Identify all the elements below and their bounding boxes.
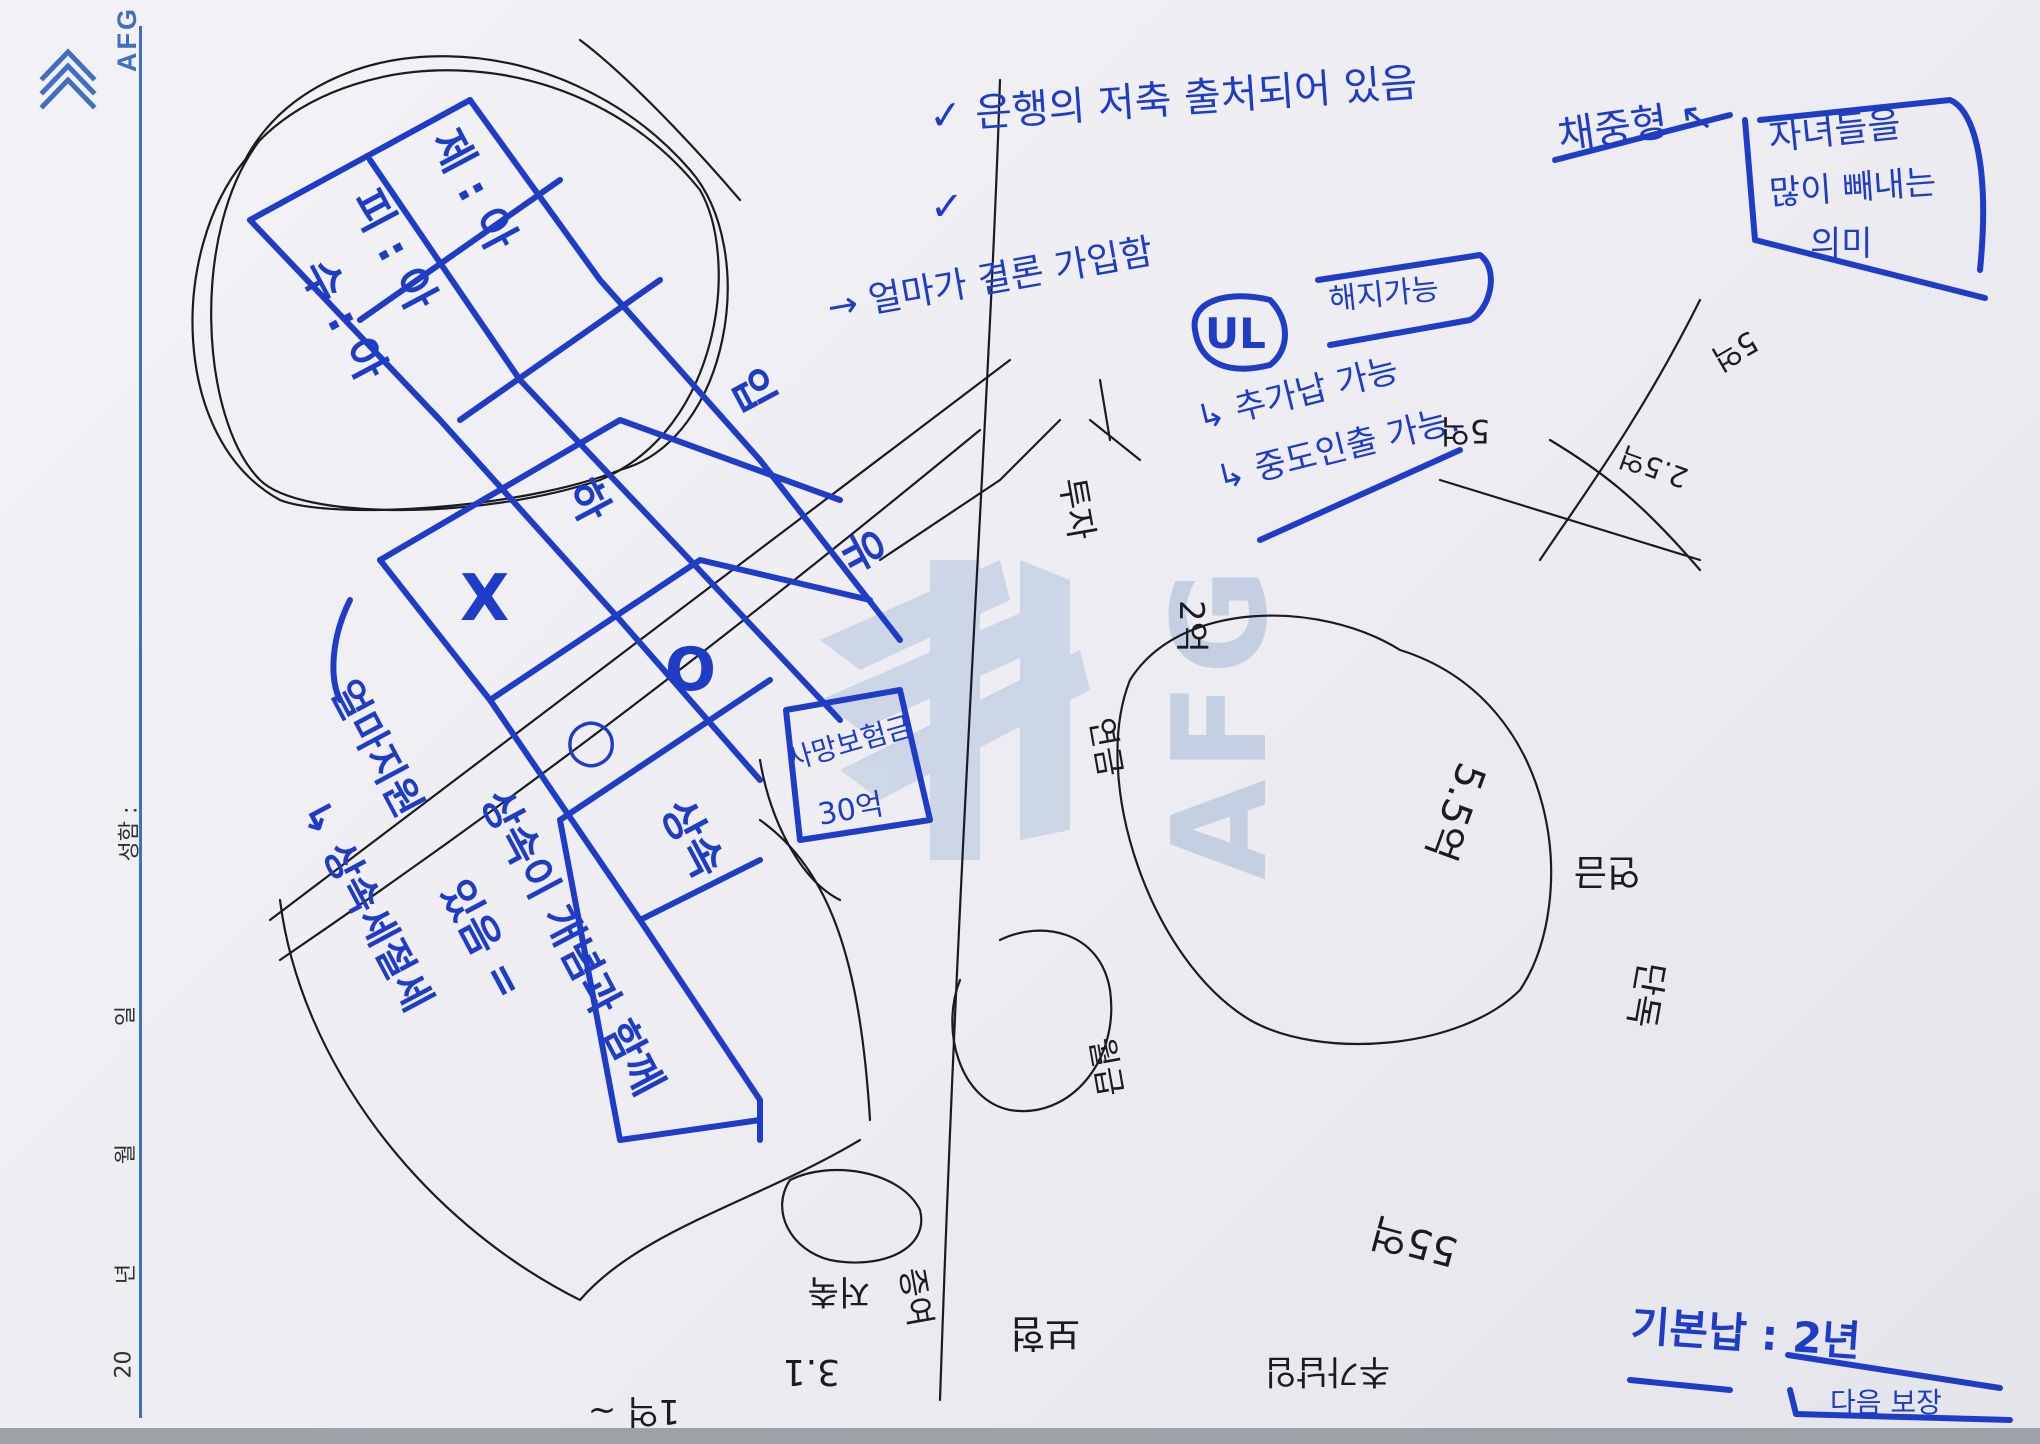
black-note-14: 증여 — [892, 1265, 940, 1330]
grid-cell-o: ○ — [565, 705, 617, 775]
black-note-8: 55억 — [1366, 1208, 1463, 1275]
left-vertical-2: ↳ 상속세절세 — [291, 793, 440, 1019]
note-basic-pay: 기본납 : 2년 — [1629, 1301, 1862, 1366]
black-note-5: 연금 — [1574, 851, 1640, 892]
black-note-15: 3.1 — [783, 1351, 840, 1392]
left-margin-rule — [139, 26, 142, 1418]
note-top-right-2: 자녀들을 — [1767, 104, 1903, 159]
death-benefit-label: 사망보험금 — [783, 710, 916, 777]
black-note-2: 2.5억 — [1615, 439, 1692, 494]
note-top-right-4: 의미 — [1810, 224, 1873, 264]
black-note-3: 5억 — [1706, 323, 1764, 377]
grid-cell-ip: 입 — [720, 361, 784, 421]
note-check-2: ✓ — [930, 184, 964, 230]
black-note-4: 5.5억 — [1416, 757, 1494, 867]
black-note-9: 보험 — [1010, 1311, 1080, 1355]
grid-cell-x: X — [460, 562, 509, 636]
black-ink-strokes — [191, 38, 1702, 1402]
black-note-11: 투자 — [1051, 475, 1101, 544]
black-note-17: 2억 — [1171, 600, 1211, 653]
black-note-10: 저축 — [807, 1271, 870, 1311]
black-note-12: 월급 — [1082, 1035, 1130, 1100]
grid-cell-o2: O — [665, 635, 716, 705]
note-bank-savings: ✓ 은행의 저축 출처되어 있음 — [927, 60, 1418, 140]
grid-cell-ha: 하 — [555, 471, 619, 531]
grid-row-1: 제 : 아 — [420, 121, 526, 259]
black-note-13: 연금 — [1082, 715, 1130, 780]
note-next-coverage: 다음 보장 — [1830, 1386, 1942, 1419]
black-note-1: 5억 — [1440, 412, 1490, 450]
note-ul: UL — [1205, 309, 1266, 358]
watermark-chevron-mark — [820, 560, 1090, 860]
note-top-right-1: 채중형 ↖ — [1555, 93, 1717, 160]
blue-ink-grid — [247, 97, 903, 1143]
black-note-7: 추가납입 — [1265, 1351, 1390, 1391]
grid-cell-yu: 유 — [830, 521, 894, 581]
page-bottom-edge — [0, 1428, 2040, 1444]
left-vertical-1: 얼마지원 — [321, 673, 431, 825]
black-note-6: 단독 — [1620, 958, 1672, 1030]
afg-logo-icon — [39, 48, 97, 110]
note-top-right-3: 많이 빼내는 — [1768, 162, 1938, 214]
blue-ink-boxes — [783, 97, 2013, 1423]
watermark-text: AFG — [1144, 560, 1296, 880]
grid-cell-sang: 상속 — [650, 791, 733, 886]
black-note-16: 1억 ~ — [588, 1391, 680, 1431]
